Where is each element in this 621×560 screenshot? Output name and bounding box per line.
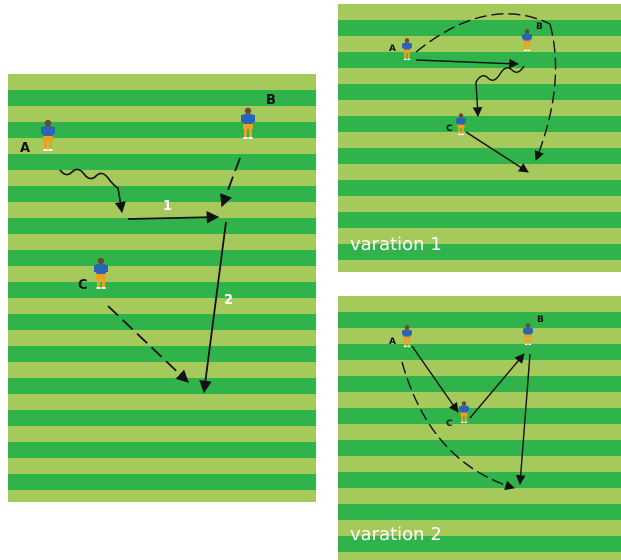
v2-run-arrow-a [401, 361, 515, 491]
run-arrow-c [107, 305, 189, 383]
variation-1-caption: varation 1 [350, 234, 442, 255]
v1-player-a-label: A [389, 44, 396, 54]
run-arrow-b [220, 157, 241, 208]
main-drill-diagram: A B C 1 2 [20, 93, 276, 394]
v2-player-a-figure [402, 325, 412, 348]
v2-player-a-label: A [389, 337, 396, 347]
player-b-figure [241, 107, 255, 139]
player-b-label: B [266, 93, 276, 108]
v1-pass-arrow-a-to-b [415, 58, 519, 69]
main-drill-field: A B C 1 2 [8, 74, 316, 502]
pass-1-label: 1 [163, 199, 172, 214]
variation-1-field: A B C varation 1 [338, 4, 621, 272]
pass-arrow-1 [127, 210, 220, 224]
v1-player-c-label: C [446, 124, 453, 134]
player-a-figure [41, 119, 55, 151]
variation-1-diagram: A B C [389, 13, 557, 173]
v1-overlap-run-a-end [534, 23, 557, 161]
player-a-label: A [20, 141, 30, 156]
v1-player-c-figure [456, 113, 466, 136]
pass-arrow-2 [199, 221, 227, 394]
v2-pass-arrow-c-to-b [469, 353, 525, 419]
v2-player-b-label: B [537, 315, 544, 325]
player-c-label: C [78, 278, 88, 293]
v1-player-b-figure [522, 29, 532, 52]
v2-pass-arrow-a-to-c [411, 345, 459, 413]
dribble-arrow-a [59, 168, 126, 214]
v1-pass-arrow-c [465, 131, 529, 173]
v2-player-c-figure [459, 401, 469, 424]
v1-overlap-run-a [415, 13, 551, 53]
variation-2-caption: varation 2 [350, 524, 442, 545]
v2-player-c-label: C [446, 419, 453, 429]
variation-2-field: A B C varation 2 [338, 296, 621, 560]
v2-pass-arrow-b [515, 353, 531, 485]
pass-2-label: 2 [224, 293, 233, 308]
v1-player-b-label: B [536, 22, 543, 32]
variation-2-diagram: A B C [389, 315, 544, 491]
v1-dribble-arrow-b [472, 65, 525, 117]
v1-player-a-figure [402, 38, 412, 61]
v2-player-b-figure [523, 323, 533, 346]
player-c-figure [94, 257, 108, 289]
